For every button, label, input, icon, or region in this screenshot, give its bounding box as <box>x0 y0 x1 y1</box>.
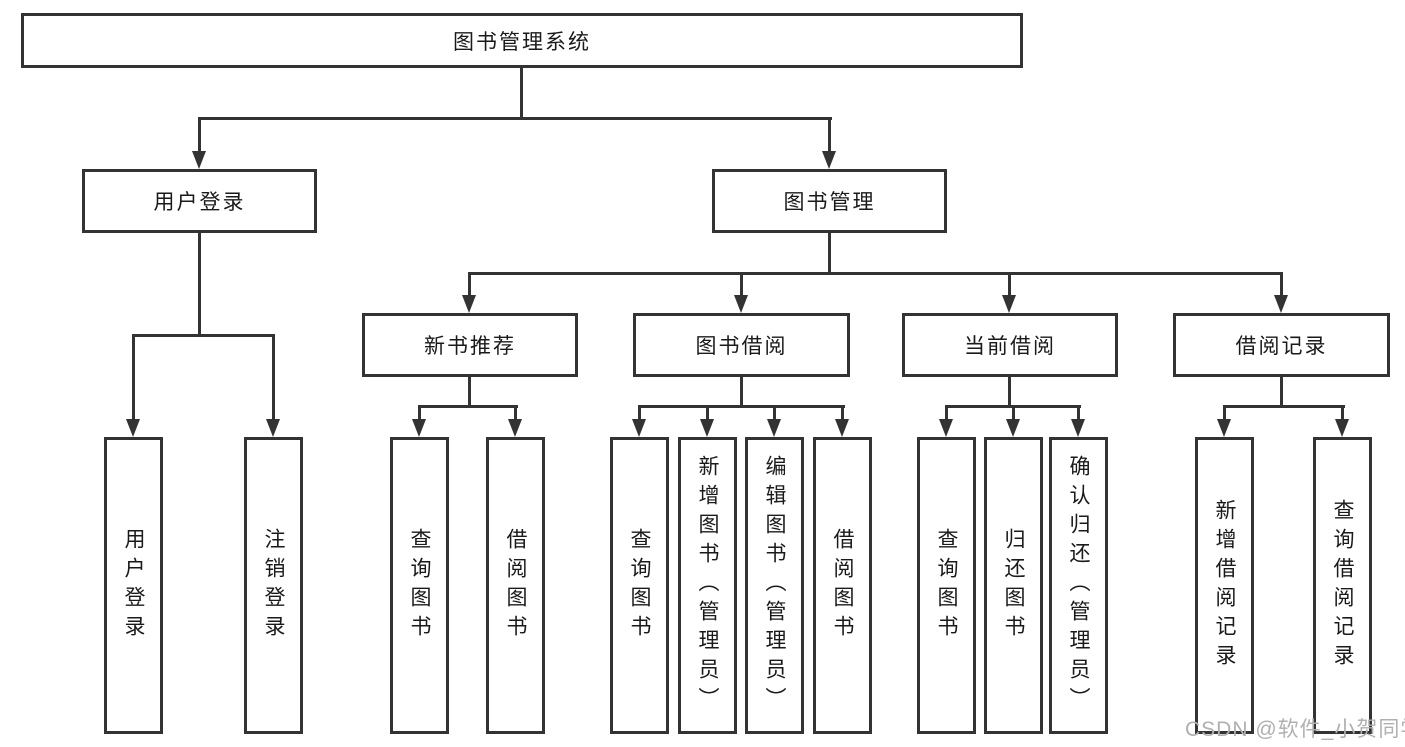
arrow-down-icon <box>700 419 714 437</box>
edge-leaf <box>841 405 844 422</box>
node-new-book-recommend: 新书推荐 <box>362 313 578 377</box>
arrow-down-icon <box>192 151 206 169</box>
arrow-down-icon <box>1217 419 1231 437</box>
edge-leaf <box>1341 405 1344 422</box>
leaf-current-query-books: 查询图书 <box>917 437 976 734</box>
leaf-current-confirm-return-admin: 确认归还（管理员） <box>1049 437 1108 734</box>
node-current-borrow: 当前借阅 <box>902 313 1118 377</box>
arrow-down-icon <box>126 419 140 437</box>
edge-to-borrow <box>740 272 743 298</box>
edge-leaf <box>514 405 517 422</box>
edge-to-leaf-logout <box>272 334 275 421</box>
edge-to-book-management <box>828 117 831 153</box>
leaf-records-query-borrow-record: 查询借阅记录 <box>1313 437 1372 734</box>
arrow-down-icon <box>1071 419 1085 437</box>
edge-login-stem <box>198 233 201 337</box>
edge-records-bar <box>1223 405 1345 408</box>
arrow-down-icon <box>266 419 280 437</box>
edge-root-stem <box>520 68 523 119</box>
edge-leaf <box>706 405 709 422</box>
edge-root-bar <box>198 117 832 120</box>
arrow-down-icon <box>734 295 748 313</box>
arrow-down-icon <box>939 419 953 437</box>
edge-leaf <box>638 405 641 422</box>
leaf-borrow-query-books: 查询图书 <box>610 437 669 734</box>
edge-current-stem <box>1008 377 1011 408</box>
arrow-down-icon <box>767 419 781 437</box>
edge-borrow-stem <box>740 377 743 408</box>
leaf-user-login: 用户登录 <box>104 437 163 734</box>
edge-mgmt-stem <box>828 233 831 275</box>
leaf-records-add-borrow-record: 新增借阅记录 <box>1195 437 1254 734</box>
edge-recommend-stem <box>468 377 471 408</box>
edge-borrow-bar <box>638 405 845 408</box>
edge-to-user-login <box>198 117 201 153</box>
node-book-management: 图书管理 <box>712 169 947 233</box>
arrow-down-icon <box>632 419 646 437</box>
edge-leaf <box>418 405 421 422</box>
leaf-recommend-borrow-books: 借阅图书 <box>486 437 545 734</box>
node-borrow-records: 借阅记录 <box>1173 313 1390 377</box>
edge-leaf <box>1223 405 1226 422</box>
leaf-borrow-borrow-books: 借阅图书 <box>813 437 872 734</box>
arrow-down-icon <box>462 295 476 313</box>
arrow-down-icon <box>835 419 849 437</box>
edge-to-current <box>1008 272 1011 298</box>
leaf-borrow-edit-book-admin: 编辑图书（管理员） <box>745 437 804 734</box>
arrow-down-icon <box>1002 295 1016 313</box>
edge-records-stem <box>1280 377 1283 408</box>
edge-recommend-bar <box>418 405 518 408</box>
leaf-recommend-query-books: 查询图书 <box>390 437 449 734</box>
edge-leaf <box>945 405 948 422</box>
node-root: 图书管理系统 <box>21 13 1023 68</box>
arrow-down-icon <box>508 419 522 437</box>
arrow-down-icon <box>1006 419 1020 437</box>
edge-mgmt-bar <box>468 272 1283 275</box>
leaf-borrow-add-book-admin: 新增图书（管理员） <box>678 437 737 734</box>
arrow-down-icon <box>1335 419 1349 437</box>
edge-login-bar <box>132 334 275 337</box>
edge-to-leaf-user-login <box>132 334 135 421</box>
edge-leaf <box>1012 405 1015 422</box>
edge-to-records <box>1280 272 1283 298</box>
edge-to-recommend <box>468 272 471 298</box>
leaf-current-return-books: 归还图书 <box>984 437 1043 734</box>
edge-leaf <box>1077 405 1080 422</box>
arrow-down-icon <box>822 151 836 169</box>
arrow-down-icon <box>412 419 426 437</box>
node-book-borrow: 图书借阅 <box>633 313 850 377</box>
csdn-watermark: CSDN @软件_小贺同学 <box>1185 718 1405 741</box>
edge-leaf <box>773 405 776 422</box>
leaf-logout: 注销登录 <box>244 437 303 734</box>
node-user-login: 用户登录 <box>82 169 317 233</box>
arrow-down-icon <box>1274 295 1288 313</box>
